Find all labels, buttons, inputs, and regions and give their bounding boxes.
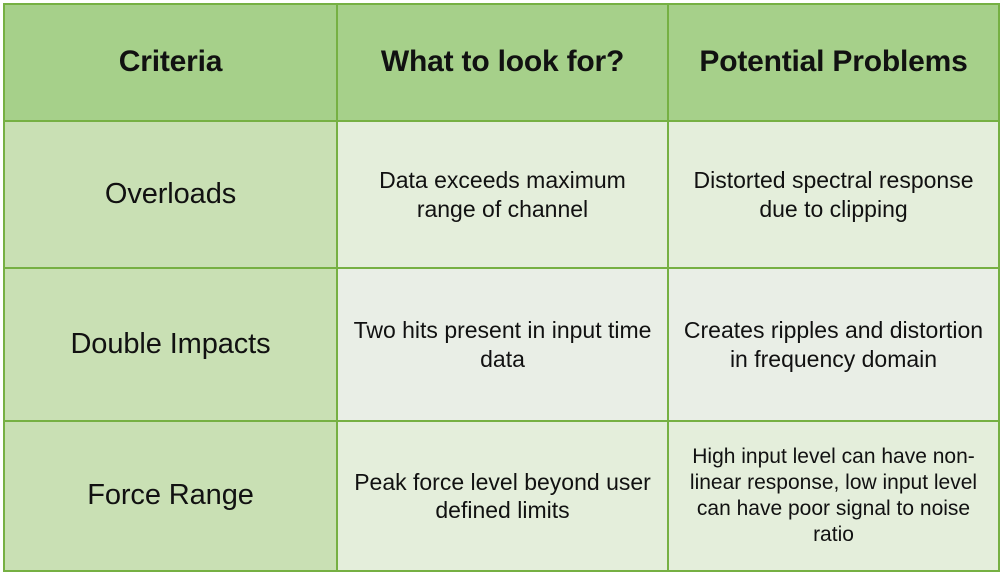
cell-potential-problems-double-impacts: Creates ripples and distortion in freque… — [667, 267, 1000, 422]
column-header-what-to-look-for: What to look for? — [336, 3, 669, 122]
cell-what-to-look-for-force-range: Peak force level beyond user defined lim… — [336, 420, 669, 572]
cell-what-to-look-for-overloads: Data exceeds maximum range of channel — [336, 120, 669, 269]
table-row: Force Range Peak force level beyond user… — [3, 420, 1000, 572]
column-header-criteria: Criteria — [3, 3, 338, 122]
cell-potential-problems-force-range: High input level can have non-linear res… — [667, 420, 1000, 572]
cell-what-to-look-for-double-impacts: Two hits present in input time data — [336, 267, 669, 422]
cell-criteria-overloads: Overloads — [3, 120, 338, 269]
table-row: Double Impacts Two hits present in input… — [3, 267, 1000, 422]
cell-potential-problems-overloads: Distorted spectral response due to clipp… — [667, 120, 1000, 269]
table-header-row: Criteria What to look for? Potential Pro… — [3, 3, 1000, 122]
column-header-potential-problems: Potential Problems — [667, 3, 1000, 122]
cell-criteria-force-range: Force Range — [3, 420, 338, 572]
table-row: Overloads Data exceeds maximum range of … — [3, 120, 1000, 269]
criteria-table: Criteria What to look for? Potential Pro… — [3, 3, 1000, 572]
cell-criteria-double-impacts: Double Impacts — [3, 267, 338, 422]
